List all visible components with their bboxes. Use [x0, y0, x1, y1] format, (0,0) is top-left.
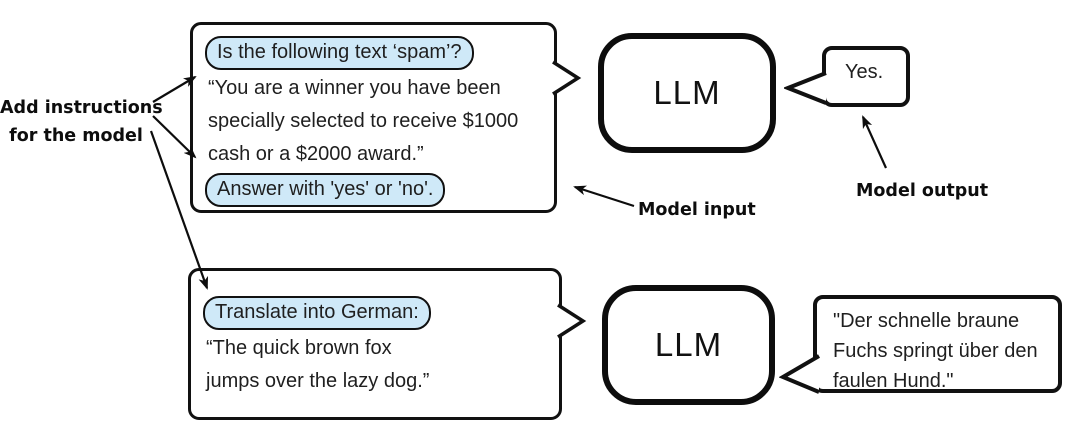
add-instructions-line2: for the model [9, 126, 143, 146]
output-text-line: faulen Hund." [833, 370, 954, 392]
input-text: “The quick brown fox jumps over the lazy… [206, 332, 559, 398]
input-text-line: specially selected to receive $1000 [208, 110, 519, 132]
model-input-box-translate: Translate into German: “The quick brown … [188, 268, 562, 420]
add-instructions-label: Add instructions for the model [0, 94, 163, 150]
llm-box-2: LLM [602, 285, 775, 405]
model-input-box-spam: Is the following text ‘spam’? “You are a… [190, 22, 557, 213]
model-output-bubble-2: "Der schnelle braune Fuchs springt über … [813, 295, 1062, 393]
instruction-pill-top: Translate into German: [203, 296, 431, 330]
input-text-line: jumps over the lazy dog.” [206, 370, 430, 392]
speech-tail-left-icon [779, 354, 821, 394]
output-text-line: "Der schnelle braune [833, 310, 1020, 332]
model-input-label: Model input [638, 200, 756, 220]
arrow-model-output [861, 115, 888, 169]
input-text-line: cash or a $2000 award.” [208, 143, 424, 165]
llm-box-1: LLM [598, 33, 776, 153]
input-text-line: “The quick brown fox [206, 337, 392, 359]
add-instructions-line1: Add instructions [0, 98, 163, 118]
instruction-pill-top: Is the following text ‘spam’? [205, 36, 474, 70]
model-output-label: Model output [856, 181, 989, 201]
input-text: “You are a winner you have been speciall… [208, 72, 554, 171]
speech-tail-left-icon [784, 71, 827, 105]
llm-label: LLM [654, 326, 723, 363]
arrow-model-input [573, 185, 635, 208]
output-text: Yes. [845, 61, 884, 83]
speech-tail-right-icon [552, 60, 582, 96]
arrow-to-pill-2 [152, 115, 197, 159]
llm-label: LLM [653, 74, 721, 111]
instruction-pill-bottom: Answer with 'yes' or 'no'. [205, 173, 446, 207]
model-output-bubble-1: Yes. [822, 46, 910, 107]
speech-tail-right-icon [557, 303, 587, 339]
output-text-line: Fuchs springt über den [833, 340, 1038, 362]
input-text-line: “You are a winner you have been [208, 77, 501, 99]
